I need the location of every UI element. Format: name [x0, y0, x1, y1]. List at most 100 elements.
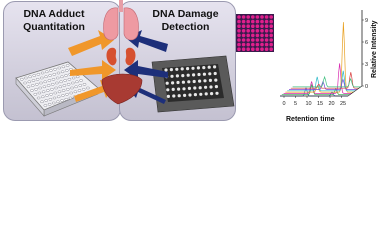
fluorescence-spot — [255, 15, 260, 19]
chromatogram-trace — [281, 83, 350, 96]
x-axis-label: Retention time — [286, 116, 335, 123]
well — [47, 102, 52, 106]
fluorescence-spot — [255, 19, 260, 24]
array-spot — [182, 87, 186, 91]
array-spot — [188, 93, 192, 97]
array-spot — [171, 87, 175, 91]
well — [78, 84, 83, 87]
array-spot — [208, 72, 212, 76]
array-spot — [215, 91, 219, 95]
fluorescence-spot — [246, 47, 250, 51]
well — [44, 70, 49, 74]
fluorescence-spot — [251, 19, 255, 24]
well — [75, 75, 80, 79]
fluorescence-spot — [269, 42, 273, 47]
fluorescence-spot — [251, 47, 255, 51]
fluorescence-spot — [264, 19, 269, 24]
adduct-title-line2: Quantitation — [23, 21, 85, 33]
array-spot — [192, 73, 196, 77]
well — [60, 75, 64, 79]
well — [69, 91, 74, 95]
well — [35, 77, 40, 81]
organs-group — [101, 0, 143, 105]
well — [59, 80, 63, 84]
fluorescence-spot — [241, 47, 246, 51]
well — [27, 80, 32, 84]
well — [60, 70, 65, 74]
well — [57, 90, 62, 94]
array-spot — [213, 65, 217, 69]
fluorescence-spot — [269, 24, 273, 29]
well — [41, 90, 46, 94]
well — [64, 74, 68, 77]
well — [53, 91, 58, 95]
well — [28, 75, 32, 79]
well — [81, 87, 86, 91]
array-spot — [202, 66, 206, 70]
fluorescence-spot — [237, 42, 241, 47]
well — [51, 101, 56, 105]
array-spot — [177, 94, 181, 98]
well — [52, 72, 57, 76]
fluorescence-spot — [237, 47, 241, 51]
x-tick-label: 15 — [317, 101, 323, 107]
array-spot — [169, 68, 173, 72]
well — [30, 89, 34, 92]
x-tick-label: 20 — [329, 101, 335, 107]
array-spot — [181, 74, 185, 78]
well — [44, 75, 48, 79]
well — [40, 95, 45, 99]
well — [37, 91, 42, 95]
chromatogram-trace — [290, 72, 359, 89]
well — [55, 81, 59, 85]
fluorescence-spot — [255, 33, 260, 38]
array-spot — [199, 92, 203, 96]
well — [65, 64, 70, 67]
fluorescence-spot — [264, 24, 269, 29]
array-spot — [166, 88, 170, 92]
well — [65, 92, 69, 96]
well — [53, 67, 57, 71]
array-spot — [172, 94, 176, 98]
fluorescence-spot — [264, 33, 269, 38]
well — [79, 79, 83, 82]
y-axis-label: Relative Intensity — [371, 20, 378, 78]
fluorescence-spot — [246, 24, 250, 29]
well — [77, 89, 82, 92]
well — [50, 87, 54, 91]
liver-icon — [101, 73, 143, 105]
figure: DNA Adduct Quantitation DNA Damage Detec… — [3, 0, 378, 123]
fluorescence-spot — [237, 19, 241, 24]
well — [39, 81, 43, 85]
fluorescence-spot — [241, 29, 246, 33]
well — [45, 89, 50, 92]
fluorescence-spot — [269, 33, 273, 38]
well — [70, 81, 75, 85]
y-tick-label: 6 — [365, 40, 368, 46]
well — [63, 79, 68, 82]
array-spot — [210, 92, 214, 96]
fluorescence-spot — [241, 38, 246, 42]
well — [68, 96, 73, 100]
chromatogram-trace — [283, 63, 352, 94]
well — [55, 76, 60, 80]
y-tick-label: 9 — [365, 18, 368, 24]
array-spot — [171, 81, 175, 85]
array-spot — [183, 93, 187, 97]
well — [39, 76, 44, 80]
fluorescence-spot — [237, 33, 241, 38]
array-spot — [204, 92, 208, 96]
fluorescence-spot — [241, 33, 246, 38]
fluorescence-spot — [237, 38, 241, 42]
array-spot — [193, 86, 197, 90]
array-spot — [191, 66, 195, 70]
x-tick-label: 25 — [340, 101, 346, 107]
well — [45, 94, 49, 97]
well — [82, 82, 87, 86]
fluorescence-spot — [269, 38, 273, 42]
lungs-icon — [103, 0, 139, 41]
array-spot — [166, 94, 170, 98]
fluorescence-spot — [264, 47, 269, 51]
well — [19, 77, 24, 81]
well — [44, 99, 49, 102]
